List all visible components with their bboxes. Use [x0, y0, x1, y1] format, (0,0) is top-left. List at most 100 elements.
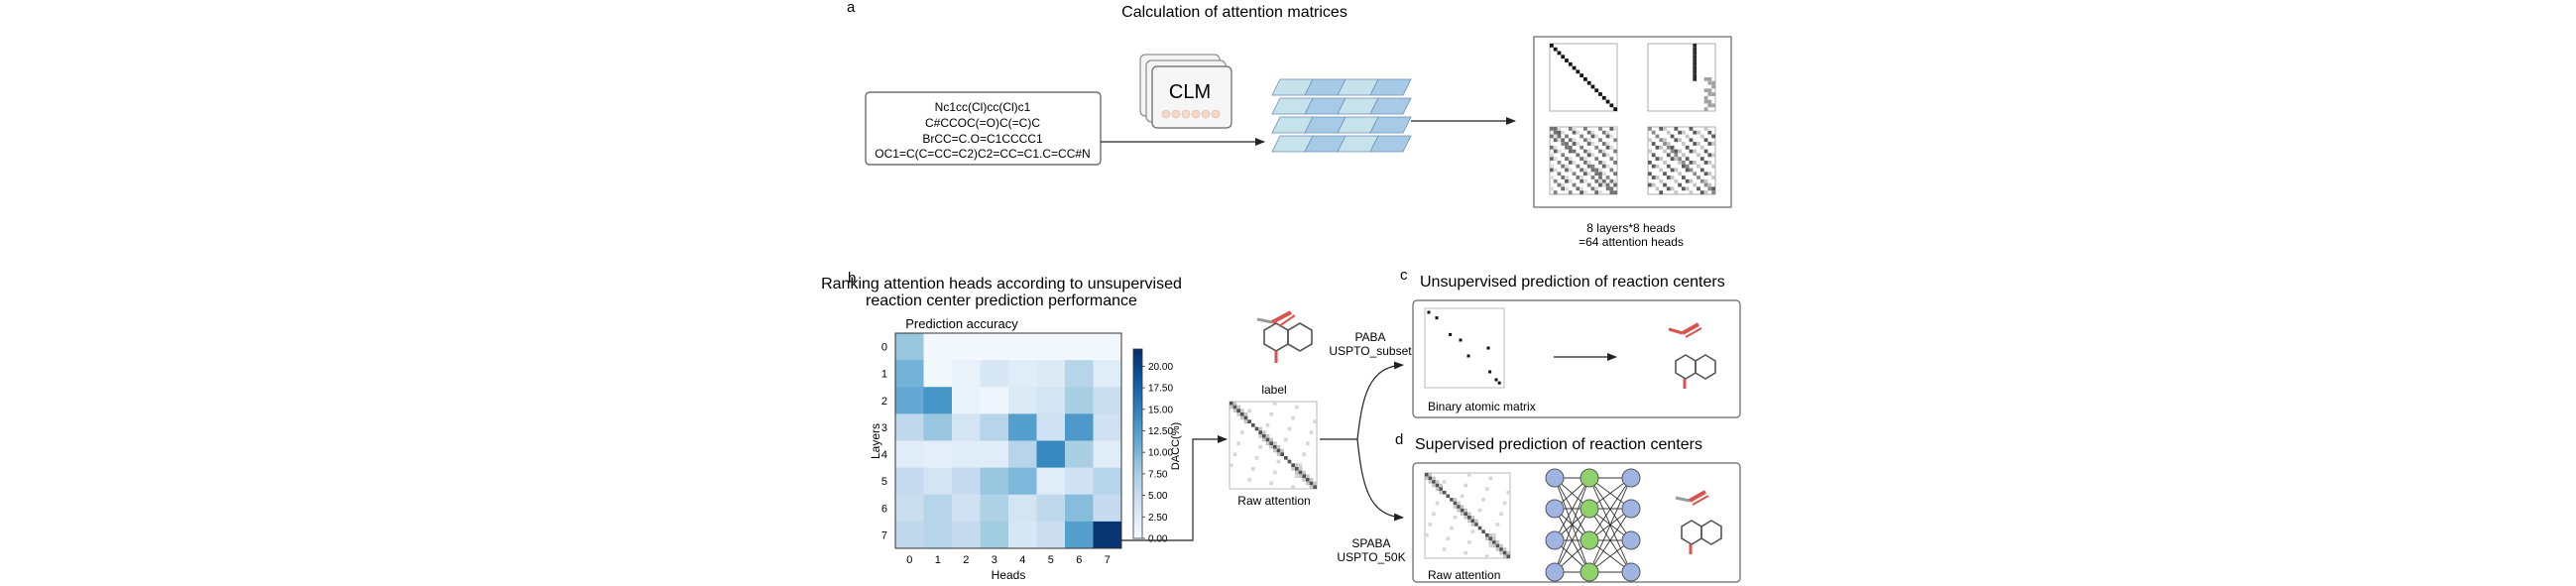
raw-matrix-cell — [1439, 490, 1443, 495]
matrix-thumbnail-cell — [1590, 176, 1595, 179]
heatmap-cell-4-5 — [1036, 440, 1066, 468]
matrix-thumbnail-cell — [1594, 186, 1599, 191]
matrix-thumbnail-cell — [1598, 178, 1602, 183]
nn-node — [1621, 562, 1641, 582]
matrix-thumbnail-cell — [1609, 134, 1614, 139]
predicted-molecule-icon-d — [1675, 490, 1722, 554]
heatmap-cell-5-4 — [1008, 467, 1037, 496]
raw-matrix-cell — [1484, 532, 1489, 537]
raw-matrix-cell — [1298, 474, 1303, 478]
heatmap-x-tick: 6 — [1076, 554, 1082, 566]
matrix-thumbnail-cell — [1586, 130, 1591, 135]
matrix-thumbnail-cell — [1711, 190, 1715, 194]
matrix-thumbnail-cell — [1605, 145, 1610, 150]
matrix-thumbnail-cell — [1707, 77, 1712, 81]
matrix-thumbnail-cell — [1565, 168, 1569, 173]
raw-matrix-cell — [1229, 463, 1233, 467]
colorbar-segment — [1133, 421, 1142, 425]
heatmap-cell-7-3 — [980, 521, 1009, 549]
colorbar: 0.002.505.007.5010.0012.5015.0017.5020.0… — [1132, 348, 1173, 545]
matrix-thumbnail-cell — [1659, 190, 1664, 194]
raw-matrix-cell — [1425, 476, 1429, 481]
raw-matrix-cell — [1298, 463, 1303, 467]
matrix-thumbnail-cell — [1703, 88, 1708, 93]
colorbar-segment — [1133, 399, 1142, 404]
clm-model-stack: CLM — [1139, 54, 1232, 129]
matrix-thumbnail-cell — [1678, 172, 1682, 176]
heatmap-cell-4-4 — [1008, 440, 1037, 468]
colorbar-segment — [1133, 368, 1142, 372]
matrix-thumbnail-cell — [1613, 107, 1617, 111]
panel-d-letter: d — [1395, 431, 1403, 448]
matrix-thumbnail-cell — [1674, 153, 1679, 158]
matrix-thumbnail-cell — [1586, 138, 1591, 143]
raw-matrix-cell — [1273, 448, 1277, 453]
raw-matrix-cell — [1446, 536, 1451, 541]
clm-label: CLM — [1169, 81, 1211, 103]
matrix-thumbnail-cell — [1663, 142, 1667, 146]
layer-plane-segment — [1369, 116, 1412, 134]
heatmap-cell-5-3 — [980, 467, 1009, 496]
raw-matrix-cell — [1467, 512, 1471, 516]
matrix-thumbnail-cell — [1693, 69, 1698, 74]
matrix-thumbnail-cell — [1609, 145, 1614, 150]
matrix-thumbnail-cell — [1693, 61, 1698, 66]
matrix-thumbnail-cell — [1553, 145, 1558, 150]
raw-matrix-cell — [1273, 445, 1277, 449]
colorbar-tick-label: 7.50 — [1148, 469, 1168, 480]
raw-matrix-cell — [1470, 519, 1475, 524]
matrix-thumbnail-cell — [1568, 61, 1573, 66]
matrix-thumbnail-cell — [1666, 142, 1671, 146]
heatmap-cell-0-6 — [1065, 333, 1094, 361]
raw-matrix-cell — [1492, 536, 1496, 541]
matrix-thumbnail-cell — [1707, 80, 1712, 85]
matrix-thumbnail-cell — [1594, 145, 1599, 150]
raw-matrix-cell — [1262, 434, 1266, 438]
matrix-thumbnail-cell — [1613, 172, 1617, 176]
raw-matrix-cell — [1428, 480, 1433, 484]
matrix-thumbnail-cell — [1707, 88, 1712, 93]
matrix-thumbnail-cell — [1605, 99, 1610, 104]
heatmap-cell-6-1 — [923, 494, 953, 523]
colorbar-segment — [1133, 465, 1142, 470]
colorbar-segment — [1133, 390, 1142, 395]
raw-matrix-cell — [1291, 485, 1295, 489]
matrix-thumbnail-cell — [1553, 157, 1558, 161]
matrix-thumbnail-cell — [1685, 145, 1690, 150]
matrix-thumbnail-cell — [1590, 168, 1595, 173]
matrix-thumbnail-cell — [1598, 182, 1602, 187]
matrix-thumbnail-cell — [1580, 176, 1583, 179]
matrix-thumbnail-cell — [1674, 149, 1679, 154]
route-bottom-line-2: USPTO_50K — [1337, 550, 1405, 564]
colorbar-segment — [1133, 446, 1142, 451]
matrix-thumbnail-cell — [1583, 157, 1587, 161]
raw-matrix-cell — [1453, 516, 1458, 520]
matrix-thumbnail-cell — [1605, 164, 1610, 169]
binary-matrix-caption: Binary atomic matrix — [1428, 400, 1536, 413]
raw-matrix-cell — [1467, 540, 1471, 544]
label-caption: label — [1261, 383, 1286, 397]
raw-matrix-cell — [1247, 478, 1251, 482]
raw-matrix-cell — [1467, 473, 1471, 477]
matrix-thumbnail-cell — [1598, 172, 1602, 176]
heatmap-cell-2-5 — [1036, 387, 1066, 414]
nn-node — [1621, 468, 1641, 488]
colorbar-segment — [1133, 453, 1142, 457]
matrix-thumbnail-cell — [1553, 127, 1558, 131]
matrix-thumbnail-cell — [1707, 92, 1712, 96]
raw-matrix-cell — [1450, 498, 1454, 502]
matrix-thumbnail-cell — [1583, 149, 1587, 154]
matrix-thumbnail-cell — [1550, 164, 1554, 169]
matrix-thumbnail-cell — [1609, 103, 1614, 108]
raw-matrix-cell — [1439, 487, 1443, 491]
colorbar-segment — [1133, 528, 1142, 533]
colorbar-segment — [1133, 440, 1142, 444]
matrix-thumbnail-cell — [1568, 168, 1573, 173]
heatmap-y-tick: 0 — [881, 342, 887, 354]
heatmap-cell-2-7 — [1093, 387, 1122, 414]
matrix-thumbnail-cell — [1703, 172, 1708, 176]
raw-matrix-cell — [1432, 480, 1436, 484]
raw-matrix-cell — [1474, 523, 1478, 527]
raw-matrix-cell — [1499, 512, 1503, 516]
